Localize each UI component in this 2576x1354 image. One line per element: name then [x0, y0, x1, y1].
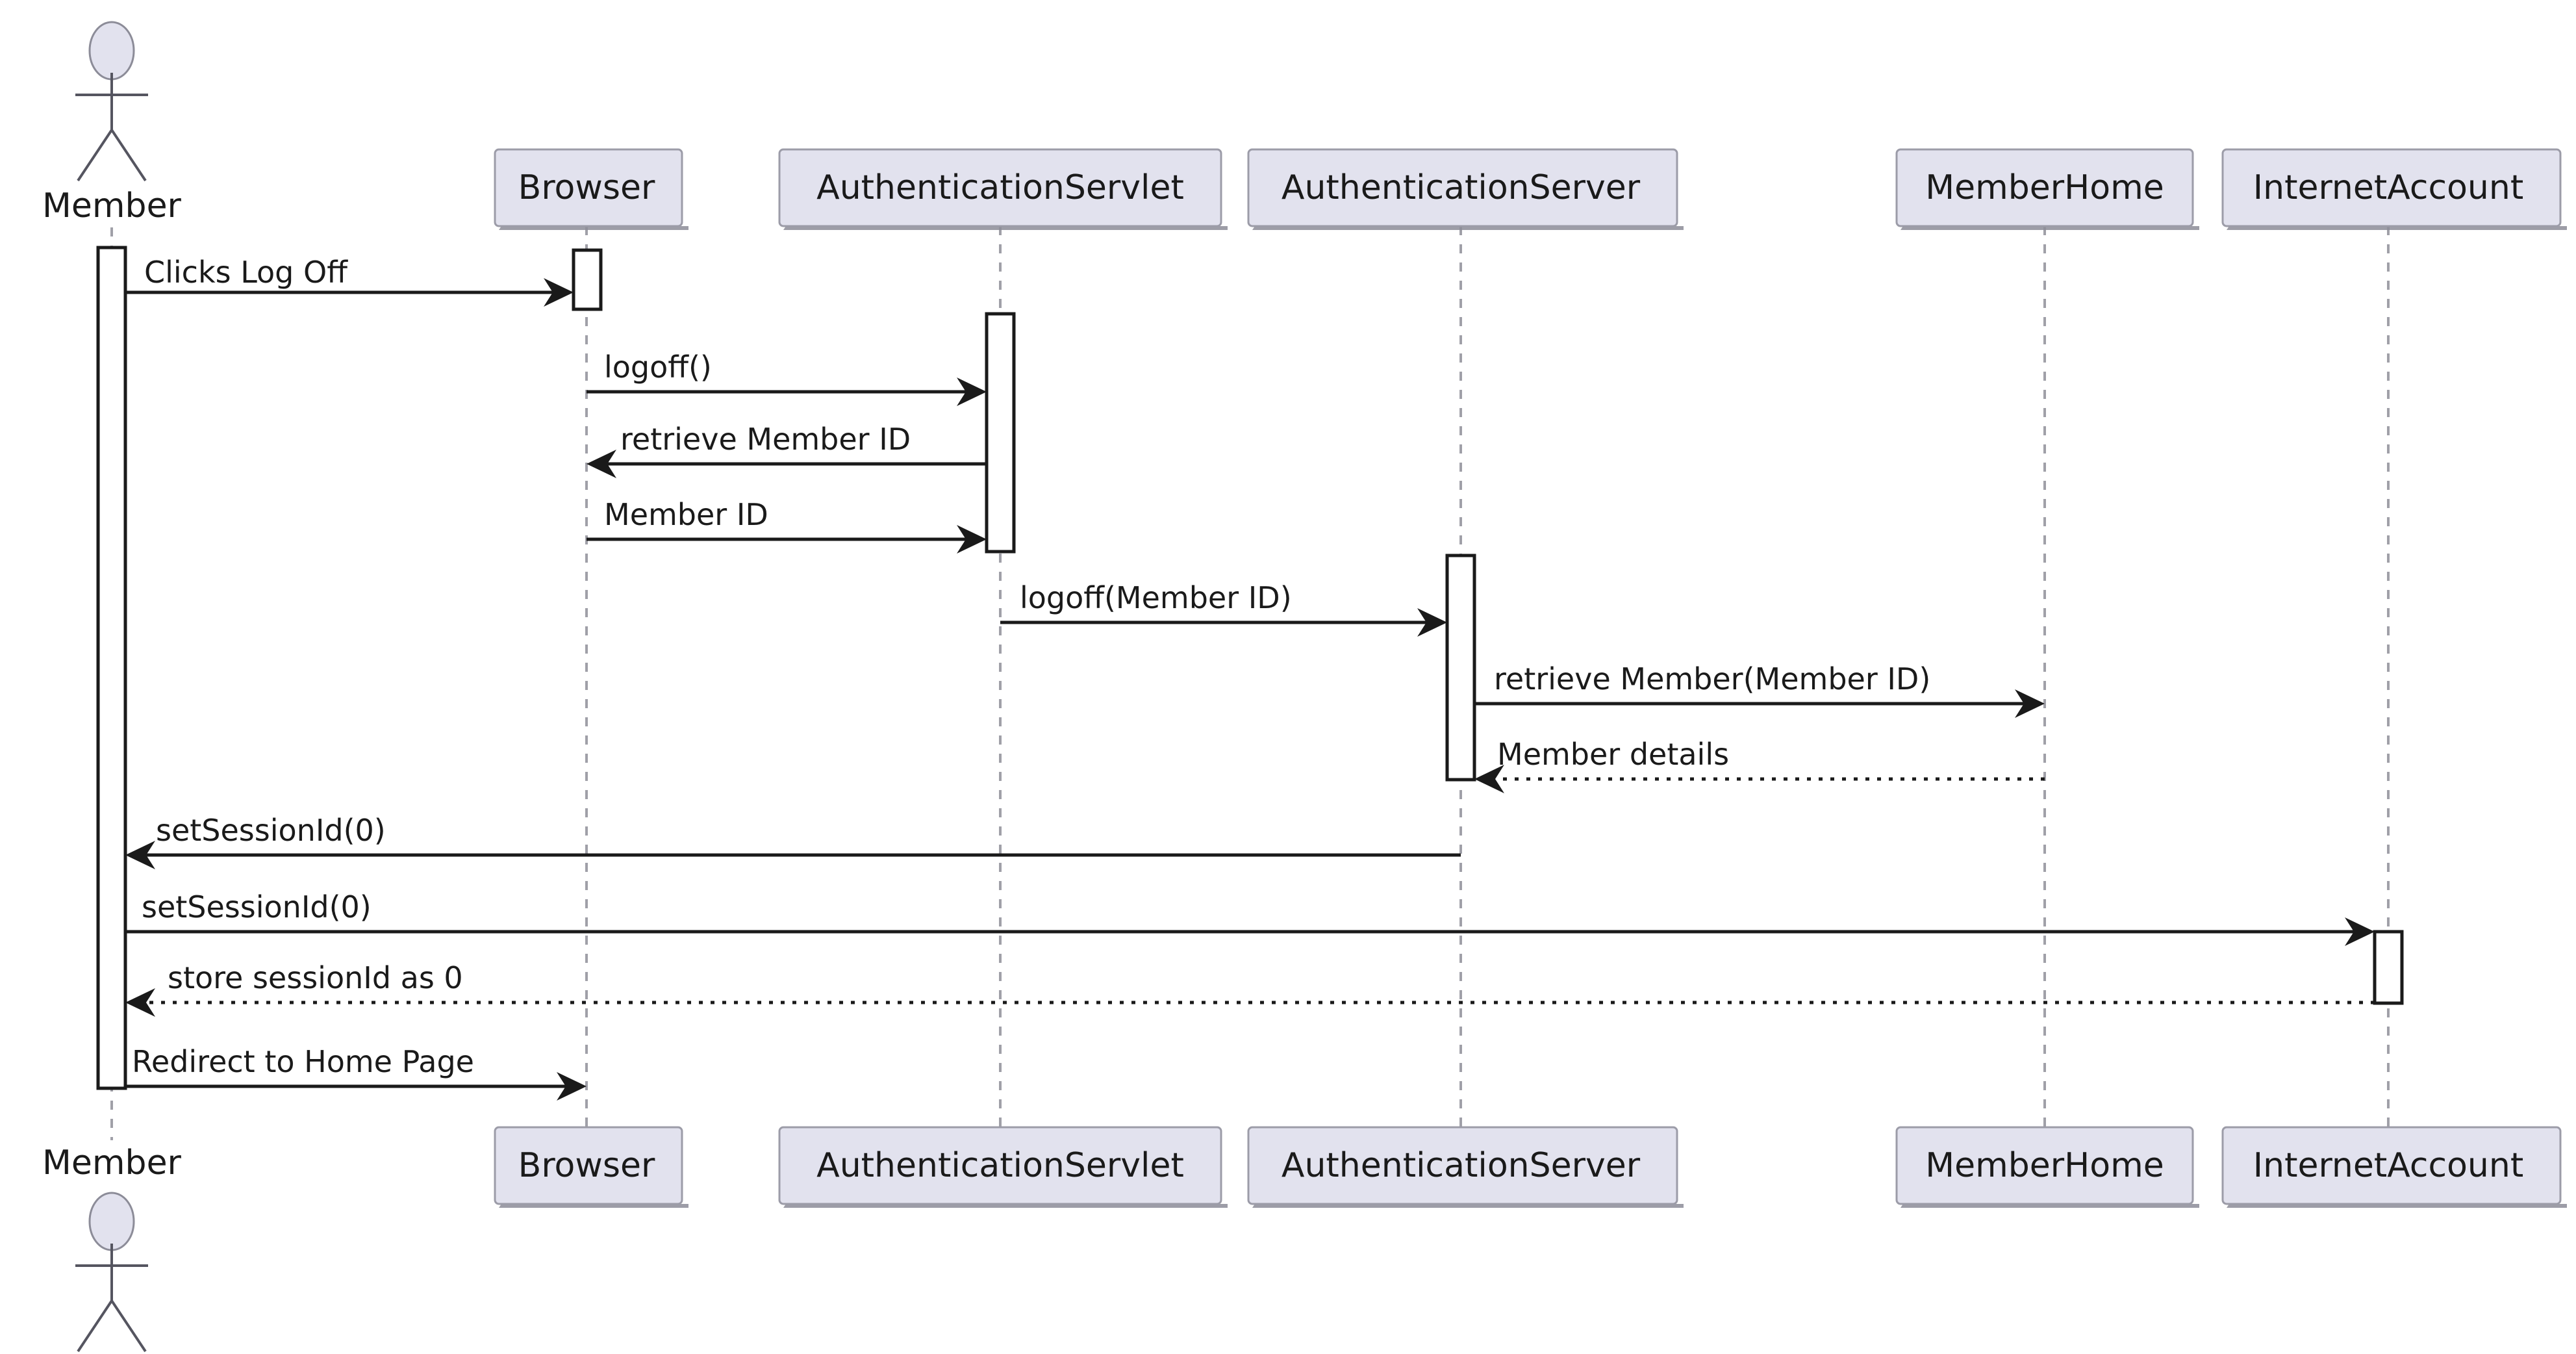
message-label: retrieve Member ID [620, 422, 911, 457]
participant-footer-internetaccount[interactable]: InternetAccount [2221, 1126, 2567, 1208]
participant-label: AuthenticationServer [1282, 168, 1641, 207]
message-5[interactable]: logoff(Member ID) [1000, 580, 1447, 637]
participant-footer-authenticationservlet[interactable]: AuthenticationServlet [778, 1126, 1228, 1208]
message-label: setSessionId(0) [156, 813, 386, 848]
message-arrowhead [2345, 917, 2375, 946]
participant-header-memberhome[interactable]: MemberHome [1895, 148, 2199, 230]
message-label: Member ID [604, 497, 768, 532]
message-11[interactable]: Redirect to Home Page [125, 1044, 587, 1101]
participant-box [1247, 1126, 1678, 1205]
message-arrowhead [1417, 608, 1447, 637]
message-7[interactable]: Member details [1474, 737, 2045, 793]
message-arrowhead [125, 988, 155, 1017]
participant-label: Browser [518, 1146, 655, 1185]
message-arrowhead [2015, 689, 2045, 718]
message-label: Redirect to Home Page [132, 1044, 474, 1079]
participant-box [2221, 148, 2562, 227]
participant-box [494, 1126, 683, 1205]
actor-label: Member [42, 1143, 182, 1182]
participant-box [1895, 148, 2194, 227]
message-6[interactable]: retrieve Member(Member ID) [1474, 661, 2045, 718]
message-arrowhead [1474, 765, 1504, 793]
participant-label: AuthenticationServer [1282, 1146, 1641, 1185]
actor-leg-left [77, 1299, 113, 1353]
message-label: logoff() [604, 350, 712, 385]
message-8[interactable]: setSessionId(0) [125, 813, 1461, 869]
participant-label: AuthenticationServlet [816, 1146, 1184, 1185]
participant-label: InternetAccount [2253, 168, 2523, 207]
message-arrowhead [544, 278, 574, 307]
participant-header-browser[interactable]: Browser [494, 148, 688, 230]
participant-header-internetaccount[interactable]: InternetAccount [2221, 148, 2567, 230]
participant-label: MemberHome [1925, 1146, 2164, 1185]
actor-head-icon [88, 21, 135, 81]
message-label: logoff(Member ID) [1020, 580, 1292, 615]
message-9[interactable]: setSessionId(0) [125, 889, 2375, 946]
message-label: Clicks Log Off [144, 255, 348, 290]
participant-label: MemberHome [1925, 168, 2164, 207]
message-arrowhead [957, 525, 987, 554]
activation-bar-authenticationserver [1445, 554, 1476, 782]
participant-footers-group: Browser AuthenticationServlet Authenticati… [494, 1126, 2567, 1208]
participant-label: Browser [518, 168, 655, 207]
activation-bar-authenticationservlet [985, 312, 1016, 554]
actor-top-member[interactable]: Member [42, 21, 182, 225]
participant-box [494, 148, 683, 227]
participant-label: InternetAccount [2253, 1146, 2523, 1185]
participant-box [1895, 1126, 2194, 1205]
actor-leg-right [110, 129, 147, 182]
message-4[interactable]: Member ID [587, 497, 987, 554]
activation-bar-browser [572, 248, 603, 311]
message-label: setSessionId(0) [142, 889, 372, 925]
actor-leg-left [77, 129, 113, 182]
message-3[interactable]: retrieve Member ID [587, 422, 987, 478]
participant-footer-browser[interactable]: Browser [494, 1126, 688, 1208]
participant-footer-memberhome[interactable]: MemberHome [1895, 1126, 2199, 1208]
activation-bar-member [96, 246, 127, 1090]
participant-label: AuthenticationServlet [816, 168, 1184, 207]
participant-header-authenticationservlet[interactable]: AuthenticationServlet [778, 148, 1228, 230]
actor-bottom-member[interactable]: Member [42, 1143, 182, 1353]
message-label: store sessionId as 0 [168, 960, 463, 995]
message-arrowhead [587, 450, 616, 478]
actor-head-icon [88, 1192, 135, 1251]
activation-bars-group [96, 246, 2404, 1090]
message-2[interactable]: logoff() [587, 350, 987, 406]
participant-box [1247, 148, 1678, 227]
message-1[interactable]: Clicks Log Off [125, 255, 574, 307]
participant-box [778, 148, 1222, 227]
actor-leg-right [110, 1299, 147, 1353]
participant-headers-group: Browser AuthenticationServlet Authenticati… [494, 148, 2567, 230]
participant-footer-authenticationserver[interactable]: AuthenticationServer [1247, 1126, 1684, 1208]
activation-bar-internetaccount [2373, 930, 2404, 1005]
message-arrowhead [957, 377, 987, 406]
actor-label: Member [42, 186, 182, 225]
message-label: retrieve Member(Member ID) [1494, 661, 1930, 696]
message-label: Member details [1497, 737, 1729, 772]
participant-header-authenticationserver[interactable]: AuthenticationServer [1247, 148, 1684, 230]
messages-group: Clicks Log Off logoff() retrieve Member ID… [125, 255, 2375, 1101]
message-arrowhead [557, 1072, 587, 1101]
participant-box [2221, 1126, 2562, 1205]
message-arrowhead [125, 841, 155, 869]
message-10[interactable]: store sessionId as 0 [125, 960, 2375, 1017]
participant-box [778, 1126, 1222, 1205]
